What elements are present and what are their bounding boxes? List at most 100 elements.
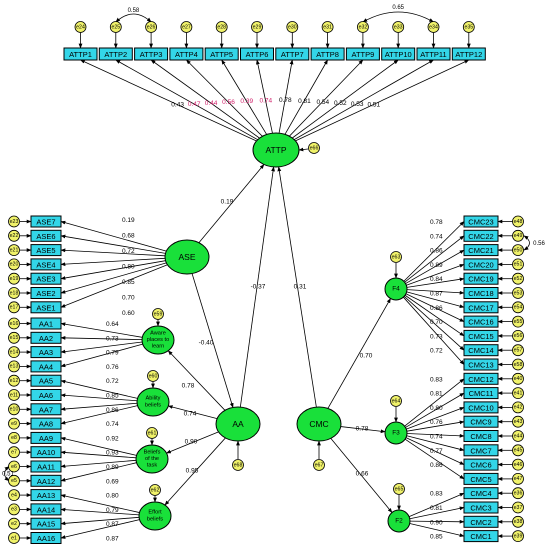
loading-label-aa6: 0.85 [106,393,119,400]
indicator-cmc7-box [463,444,499,457]
loading-attp8 [284,59,328,135]
indicator-aa12-box [30,474,62,487]
indicator-aa7-label: AA7 [39,405,53,414]
indicator-cmc3-label: CMC3 [470,504,491,513]
error-e57 [512,344,524,357]
indicator-aa2-box [30,331,62,344]
error-e51-label: e51 [514,262,523,268]
error-e19-label: e19 [10,276,19,282]
error-e43-label: e43 [514,419,523,425]
indicator-aa13-box [30,489,62,502]
indicator-aa1-label: AA1 [39,320,53,329]
error-e14-label: e14 [10,349,19,355]
loading-cmc13 [403,296,465,365]
error-e3-label: e3 [11,507,17,513]
error-e15 [8,331,20,344]
loading-ase5 [60,248,166,257]
error-e7 [8,446,20,459]
error-e39 [512,530,524,542]
error-e54 [512,301,524,314]
indicator-attp9-label: ATTP9 [352,50,375,59]
indicator-aa10-box [30,446,62,459]
error-e20 [8,258,20,271]
error-e68 [232,459,244,471]
error-e18-label: e18 [10,290,19,296]
error-e56-label: e56 [514,333,523,339]
indicator-aa10-label: AA10 [37,448,55,457]
path-cmc-attp-label: 0.31 [294,284,307,291]
error-e64 [390,395,402,407]
loading-attp9 [289,59,364,137]
loading-ase1 [60,264,168,308]
indicator-aa4-label: AA4 [39,362,53,371]
loading-aa11 [60,459,137,469]
latent-ase [164,239,210,275]
loading-cmc9 [406,420,465,432]
error-e46 [512,458,524,471]
error-e62-label: e62 [151,487,160,493]
error-e63-label: e63 [392,254,401,260]
indicator-ase6-box [30,229,62,242]
error-e2 [8,517,20,530]
loading-label-aa9: 0.92 [106,435,119,442]
loading-aa2 [60,335,143,341]
loading-cmc20 [406,264,465,286]
indicator-cmc20-box [463,258,499,271]
loading-aa9 [60,437,137,456]
path-aa-sub-2 [167,405,218,419]
error-e4 [8,489,20,502]
latent-aa-sub-3 [135,444,169,474]
error-e65 [393,483,405,495]
path-aa-sub-3 [166,431,219,454]
loading-attp7 [278,59,294,134]
loading-label-cmc16: 0.70 [430,319,443,326]
indicator-aa15-label: AA15 [37,520,55,529]
indicator-ase7-label: ASE7 [36,218,55,227]
error-e37 [512,501,524,514]
indicator-attp5-box [204,47,239,61]
loading-attp1 [80,59,257,142]
indicator-attp3-box [134,47,169,61]
error-e12 [8,374,20,387]
latent-cmc-f4-path-label: 0.70 [360,353,373,360]
indicator-aa11-label: AA11 [37,463,55,472]
loading-label-aa15: 0.87 [106,521,119,528]
error-e23-label: e23 [10,219,19,225]
latent-aa-sub-2-label-1: beliefs [145,402,161,408]
loading-cmc2 [409,519,465,524]
error-e40-label: e40 [514,376,523,382]
loading-label-ase7: 0.19 [122,217,135,224]
error-e58-label: e58 [514,362,523,368]
error-e23 [8,215,20,228]
loading-label-aa2: 0.73 [106,335,119,342]
indicator-cmc6-box [463,458,499,471]
error-e9 [8,417,20,430]
indicator-cmc17-label: CMC17 [468,303,493,312]
error-e41-label: e41 [514,390,523,396]
loading-cmc11 [405,392,465,428]
loading-label-aa5: 0.72 [106,378,119,385]
indicator-cmc8-box [463,430,499,442]
indicator-cmc13-box [463,358,499,371]
loading-label-ase4: 0.80 [122,263,135,270]
loading-label-cmc8: 0.74 [430,434,443,441]
indicator-cmc18-box [463,287,499,299]
error-e34 [427,21,440,33]
error-e47-label: e47 [514,476,523,482]
error-e8 [8,431,20,444]
loading-cmc10 [406,407,465,430]
error-e20-label: e20 [10,262,19,268]
indicator-attp6-box [240,47,274,61]
error-e43 [512,415,524,428]
error-e5 [8,474,20,487]
error-e25 [109,21,122,33]
covariance-e25-e26 [115,13,152,23]
error-e11 [8,389,20,401]
loading-label-aa16: 0.87 [106,536,119,543]
error-e45-label: e45 [514,448,523,454]
indicator-cmc2-label: CMC2 [470,518,491,527]
loading-label-ase2: 0.70 [122,294,135,301]
error-e32 [356,21,369,33]
indicator-attp11-label: ATTP11 [420,50,446,59]
